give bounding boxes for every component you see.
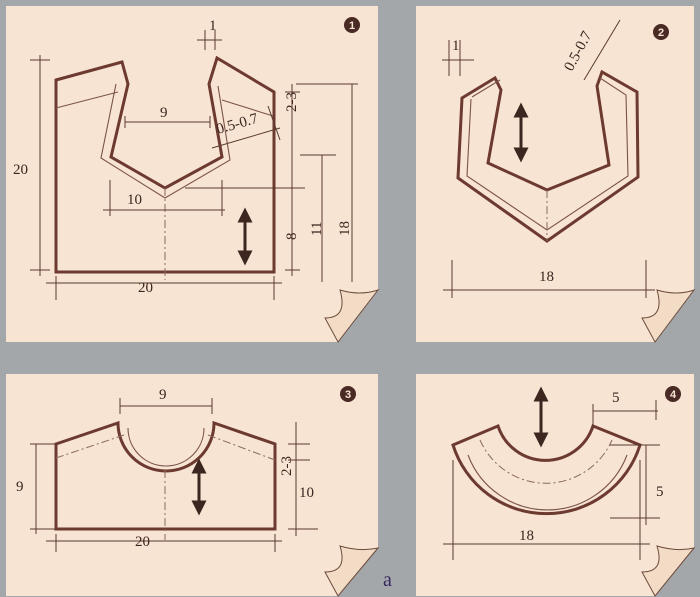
- label-top-3: 9: [159, 387, 167, 403]
- page-curl-4: [641, 545, 696, 597]
- neck-facing-line: [100, 83, 231, 199]
- label-seam: 1: [209, 18, 217, 34]
- badge-3-bg: [340, 386, 356, 402]
- label-neck-width: 9: [160, 105, 168, 121]
- label-top-4: 5: [612, 390, 620, 406]
- dim-left-3: [30, 443, 56, 534]
- page-curl-2: [641, 288, 696, 343]
- badge-4-bg: [665, 386, 681, 402]
- shoulder-dash-3: [55, 434, 276, 461]
- label-shoulder: 2-3: [284, 92, 300, 112]
- badge-2-bg: [653, 24, 669, 40]
- badge-4: 4: [670, 389, 677, 401]
- panel-4: 4 5 5 18: [416, 374, 696, 597]
- dim-bottom-width: [46, 276, 282, 300]
- label-right-3: 10: [299, 485, 314, 501]
- label-bottom-4: 18: [519, 528, 534, 544]
- label-bottom-3: 20: [135, 534, 150, 550]
- dim-bottom-4: [443, 460, 650, 560]
- page-curl-3: [324, 545, 380, 597]
- badge-3: 3: [345, 389, 351, 401]
- dim-top-3: [119, 398, 213, 414]
- dim-v8: [285, 84, 300, 276]
- label-height-left: 20: [13, 162, 28, 178]
- label-v8: 8: [284, 233, 300, 241]
- paper-sheet-4: [416, 374, 694, 596]
- dim-height-left: [30, 55, 50, 276]
- label-v18: 18: [337, 221, 353, 236]
- dim-neck-width: [124, 116, 211, 128]
- collar-inner-line: [467, 454, 628, 511]
- badge-1-bg: [344, 17, 360, 33]
- panel-3: 3 9 9 20 2-3 10: [6, 374, 380, 597]
- label-right-4: 5: [656, 484, 664, 500]
- dim-right-3: [288, 422, 318, 536]
- label-neck-bottom: 10: [127, 192, 142, 208]
- label-width-2: 18: [539, 269, 554, 285]
- neck-facing-3: [127, 427, 205, 467]
- dim-width-2: [443, 260, 655, 298]
- dim-seam: [197, 30, 222, 50]
- dim-seam-2: [442, 40, 474, 76]
- figure-caption: a: [383, 569, 392, 591]
- dim-v18: [296, 83, 358, 282]
- dim-gap: [211, 105, 281, 149]
- front-outline: [54, 420, 277, 531]
- paper-sheet-3: [6, 374, 378, 596]
- label-seam-2: 1: [452, 38, 460, 54]
- dim-bottom-3: [46, 534, 282, 552]
- paper-sheet-2: [416, 6, 694, 342]
- badge-1: 1: [349, 20, 355, 32]
- dim-right-4: [610, 444, 660, 525]
- panel-1: 1 9 1 0.5-0.7 20 10 20 2-3 8 11 18: [6, 6, 380, 343]
- collar-dash-line: [479, 439, 613, 484]
- facing-inner-line: [466, 77, 629, 231]
- dim-top-4: [592, 400, 658, 430]
- panel-2: 2 1 0.5-0.7 18: [416, 6, 696, 343]
- dim-gap-2: [583, 19, 621, 81]
- collar-outline: [451, 423, 642, 516]
- bodice-outline: [54, 55, 276, 274]
- dim-v11: [300, 154, 336, 282]
- label-shoulder-3: 2-3: [279, 456, 295, 476]
- badge-2: 2: [658, 27, 664, 39]
- label-bottom-width: 20: [138, 280, 153, 296]
- shoulder-seam: [221, 99, 274, 117]
- page-curl: [324, 289, 380, 343]
- label-v11: 11: [309, 222, 325, 236]
- shoulder-seam-left: [55, 91, 119, 109]
- dim-neck-bottom: [103, 180, 225, 216]
- label-left-3: 9: [16, 479, 24, 495]
